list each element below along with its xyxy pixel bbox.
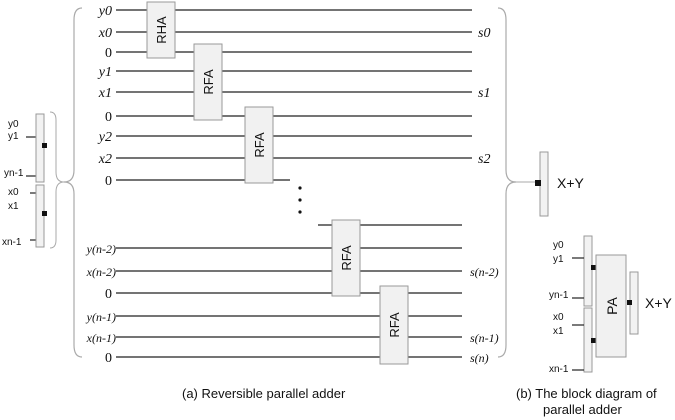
output-block: X+Y: [512, 151, 585, 217]
b-x0-label: x0: [553, 312, 564, 323]
rfa-block-2: [244, 106, 274, 184]
rfa-block-4: [379, 285, 409, 365]
in-label-y2: y2: [97, 130, 112, 145]
sum-labels: s0 s1 s2 s(n-2) s(n-1) s(n): [470, 26, 499, 365]
in-label-x1: x1: [98, 86, 112, 101]
output-label: X+Y: [557, 175, 585, 191]
in-label-x2: x2: [98, 152, 112, 167]
x-input-marker: [42, 211, 47, 216]
block-diagram: PA X+Y y0 y1 yn-1 x0 x1 xn-1: [549, 235, 673, 375]
y-input-marker: [42, 143, 47, 148]
b-x1-label: x1: [553, 326, 564, 337]
caption-b-line1: (b) The block diagram of: [516, 386, 657, 401]
adder-blocks: RHA RFA RFA RFA RFA: [146, 1, 409, 365]
pa-label: PA: [604, 297, 620, 315]
sum-label-sn2: s(n-2): [470, 265, 499, 279]
left-brace: [49, 111, 65, 249]
in-label-xn1: x(n-1): [86, 331, 116, 345]
rfa-block-3: [331, 219, 361, 297]
rfa-block-3-label: RFA: [339, 245, 354, 271]
rha-block-0-label: RHA: [154, 16, 169, 44]
input-labels: y0 x0 0 y1 x1 0 y2 x2 0 y(n-2) x(n-2) 0 …: [86, 4, 116, 366]
left-x0-label: x0: [8, 187, 19, 198]
pa-output-label: X+Y: [645, 295, 673, 311]
in-label-xn2: x(n-2): [86, 265, 116, 279]
in-label-y1: y1: [97, 65, 112, 80]
left-input-blocks: y0 y1 yn-1 x0 x1 xn-1: [2, 111, 65, 249]
in-label-x0: x0: [98, 26, 112, 41]
rfa-block-4-label: RFA: [387, 312, 402, 338]
left-y0-label: y0: [8, 119, 19, 130]
wires: [116, 9, 472, 358]
sum-label-s1: s1: [478, 86, 490, 101]
in-label-0d: 0: [105, 287, 112, 302]
sum-label-sn1: s(n-1): [470, 331, 499, 345]
sum-label-sn: s(n): [470, 351, 489, 365]
rfa-block-1: [193, 43, 223, 121]
b-yn1-label: yn-1: [549, 290, 569, 301]
in-label-y0: y0: [97, 4, 112, 19]
in-label-0e: 0: [105, 351, 112, 366]
sum-label-s2: s2: [478, 152, 490, 167]
b-xn1-label: xn-1: [549, 364, 569, 375]
main-left-brace: [63, 7, 83, 358]
caption-b-line2: parallel adder: [543, 402, 622, 417]
left-yn1-label: yn-1: [4, 168, 24, 179]
rfa-block-1-label: RFA: [201, 69, 216, 95]
left-xn1-label: xn-1: [2, 237, 22, 248]
b-y0-label: y0: [553, 240, 564, 251]
in-label-0c: 0: [105, 174, 112, 189]
left-x1-label: x1: [8, 201, 19, 212]
in-label-yn2: y(n-2): [86, 242, 116, 256]
left-y1-label: y1: [8, 131, 19, 142]
in-label-0b: 0: [105, 110, 112, 125]
in-label-0a: 0: [105, 46, 112, 61]
rha-block-0: [146, 1, 176, 59]
continuation-dots: [298, 186, 302, 214]
pa-block: [595, 254, 627, 358]
caption-a: (a) Reversible parallel adder: [182, 386, 346, 401]
in-label-yn1: y(n-1): [86, 310, 116, 324]
b-y1-label: y1: [553, 254, 564, 265]
sum-label-s0: s0: [478, 26, 490, 41]
rfa-block-2-label: RFA: [252, 132, 267, 158]
